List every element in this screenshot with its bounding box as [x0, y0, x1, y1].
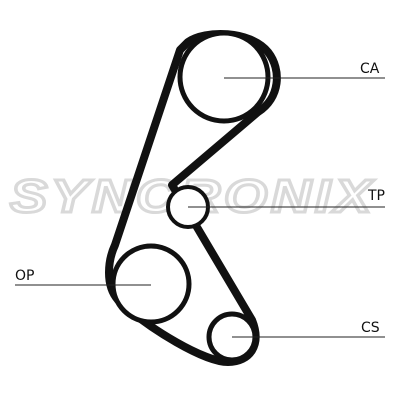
- label-op: OP: [15, 268, 34, 284]
- oil-pump-pulley: [110, 243, 192, 325]
- label-ca: CA: [360, 61, 380, 77]
- camshaft-pulley: [177, 30, 271, 124]
- label-tp: TP: [367, 188, 385, 204]
- label-cs: CS: [361, 320, 380, 336]
